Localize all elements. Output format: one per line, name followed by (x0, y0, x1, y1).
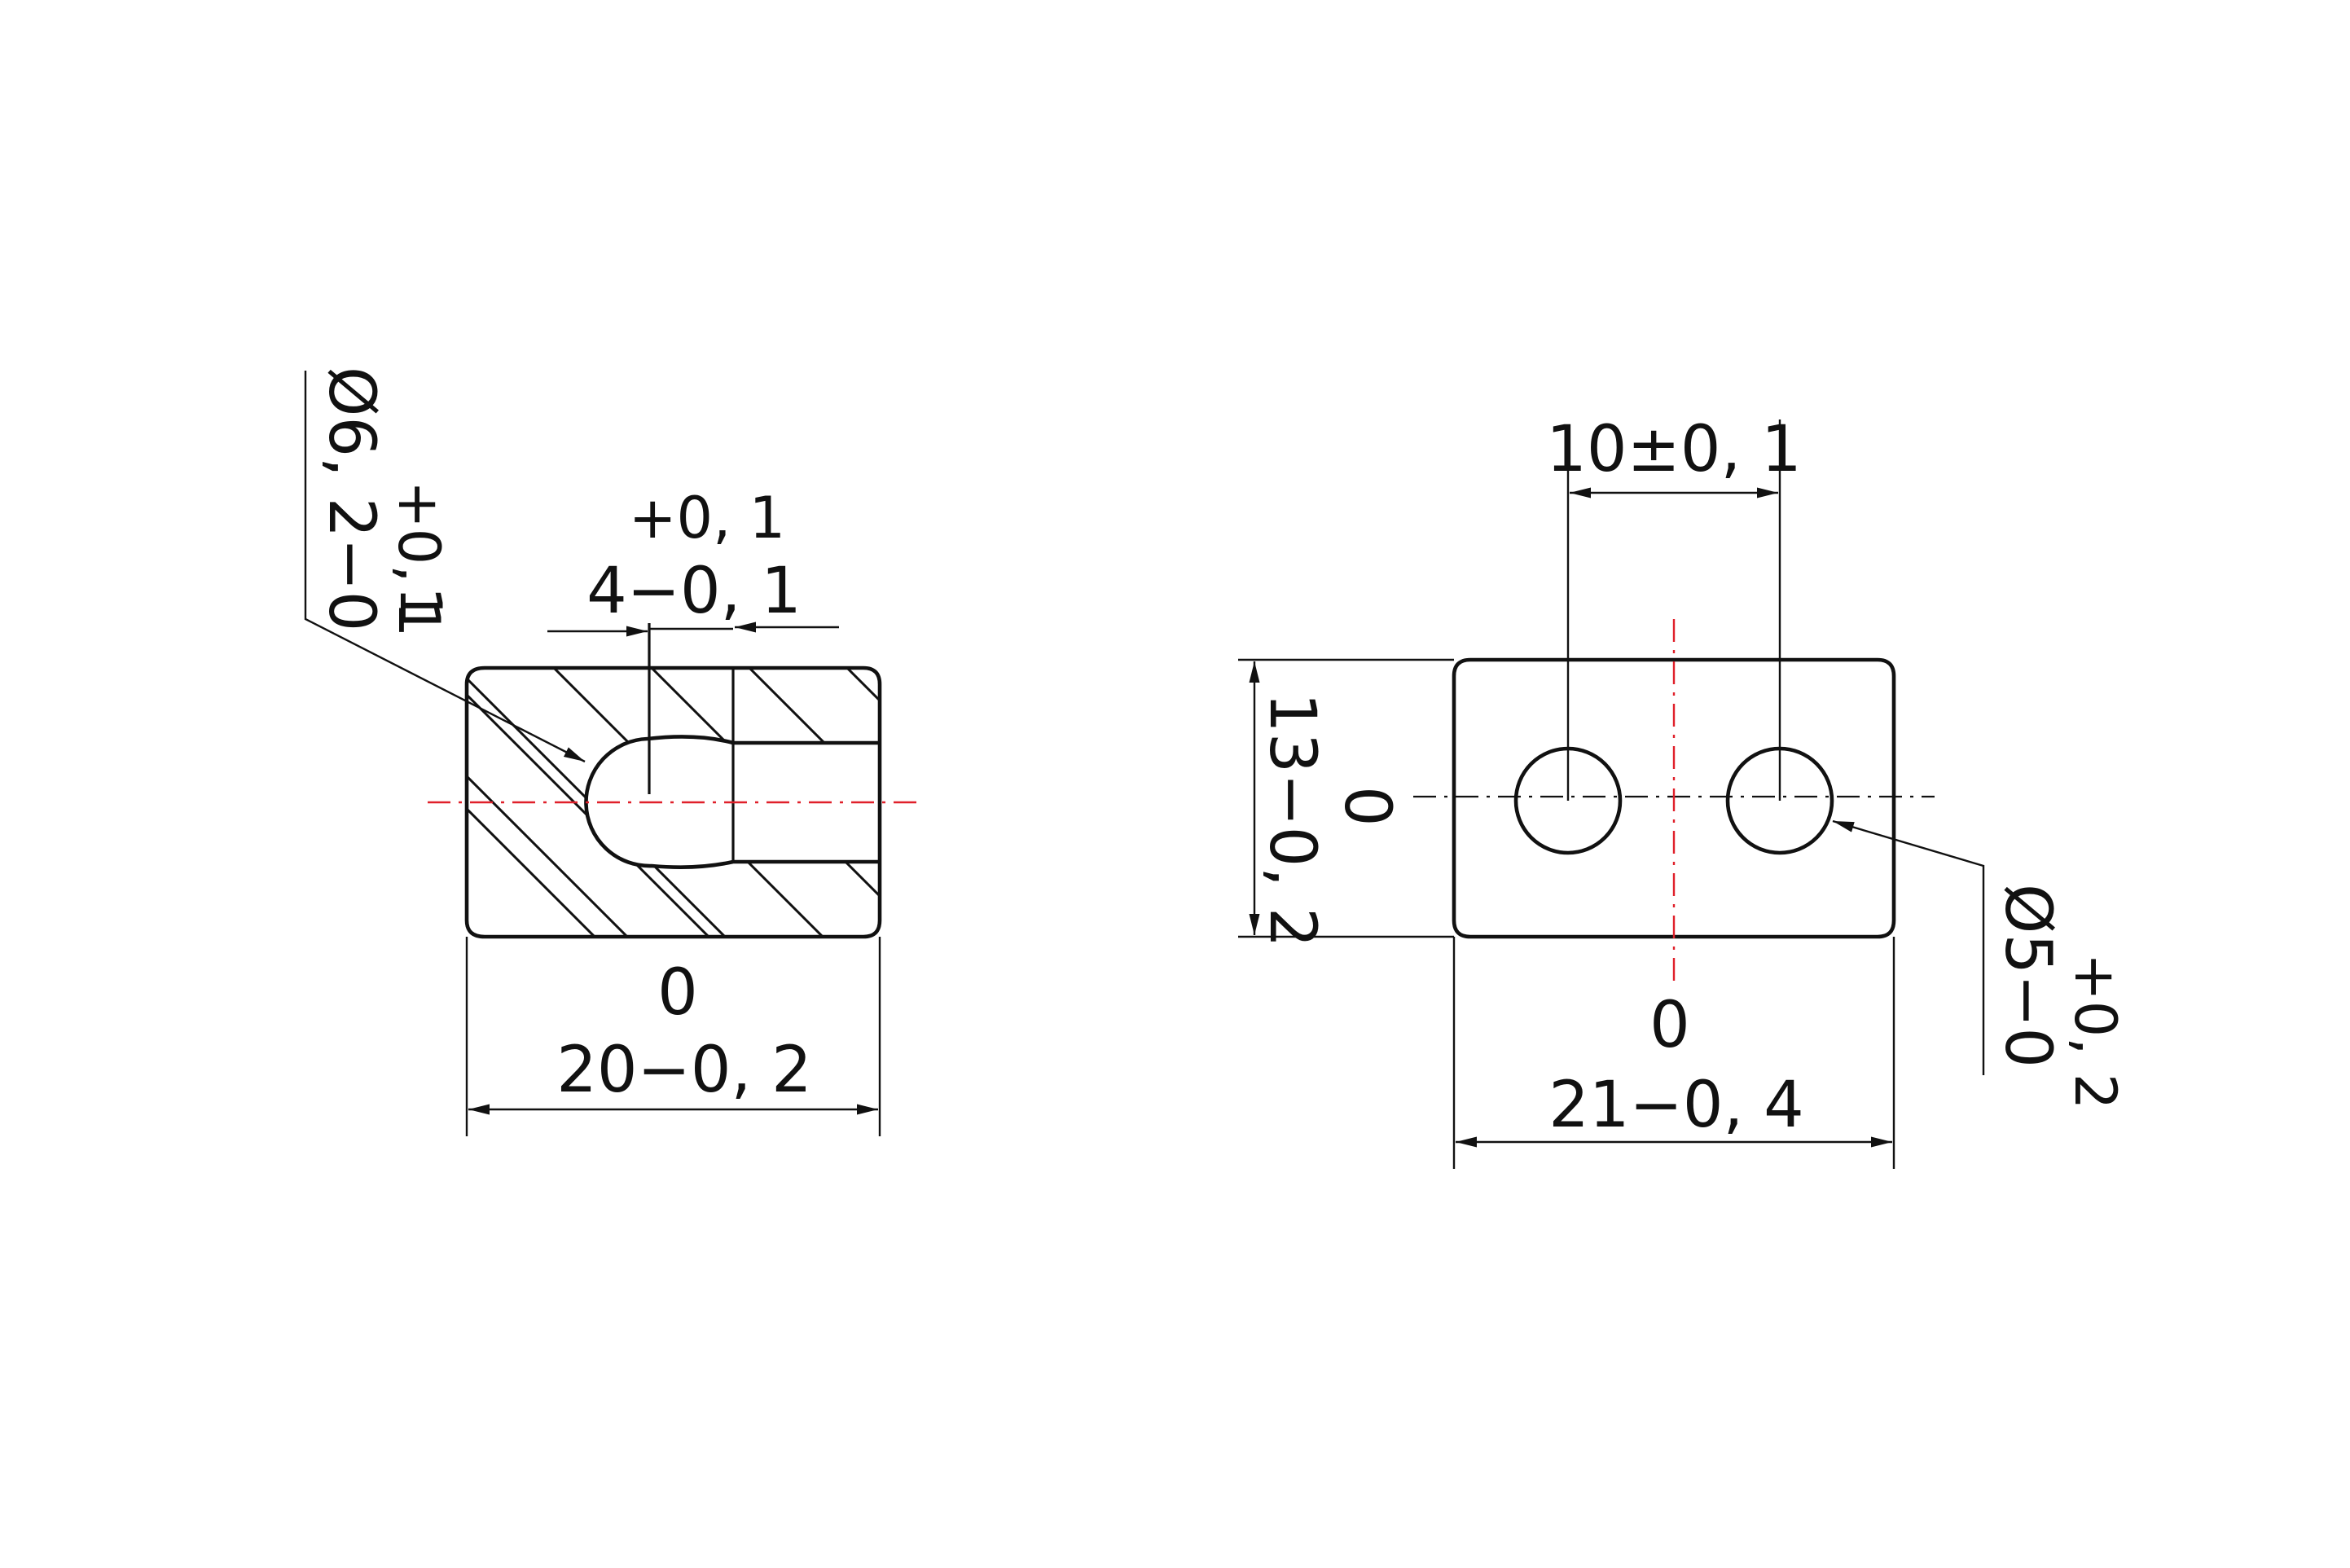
left-bore-outline (584, 735, 880, 869)
left-section-view: 0 20−0, 2 +0, 1 4−0, 1 Ø6, 2−0 +0, 1 1 (304, 367, 925, 1136)
hole-upper-tolerance: +0, 2 (2062, 953, 2128, 1109)
slot-dimension-text: 4−0, 1 (586, 555, 802, 628)
bore-lower-tolerance: 1 (387, 586, 454, 623)
left-body-outline (464, 665, 882, 939)
height-upper-tolerance: 0 (1330, 786, 1403, 827)
right-plate-view: 10±0, 1 13−0, 2 0 0 21−0, 4 Ø5−0 +0, 2 (1238, 413, 2128, 1169)
right-body-outline (1452, 657, 1896, 939)
bore-diameter-text: Ø6, 2−0 (314, 367, 388, 631)
hole-diameter-text: Ø5−0 (1991, 884, 2064, 1068)
slot-upper-tolerance: +0, 1 (629, 485, 785, 551)
right-width-dimension-text: 21−0, 4 (1548, 1069, 1803, 1142)
width-dimension-text: 20−0, 2 (556, 1034, 811, 1107)
height-dimension-text: 13−0, 2 (1255, 692, 1329, 947)
bore-upper-tolerance: +0, 1 (385, 481, 452, 637)
hole-leader-line (1832, 819, 1985, 1075)
right-width-upper-tolerance: 0 (1649, 989, 1690, 1062)
bore-leader-line (304, 371, 586, 763)
width-upper-tolerance: 0 (657, 956, 698, 1030)
hole-spacing-text: 10±0, 1 (1546, 413, 1801, 486)
